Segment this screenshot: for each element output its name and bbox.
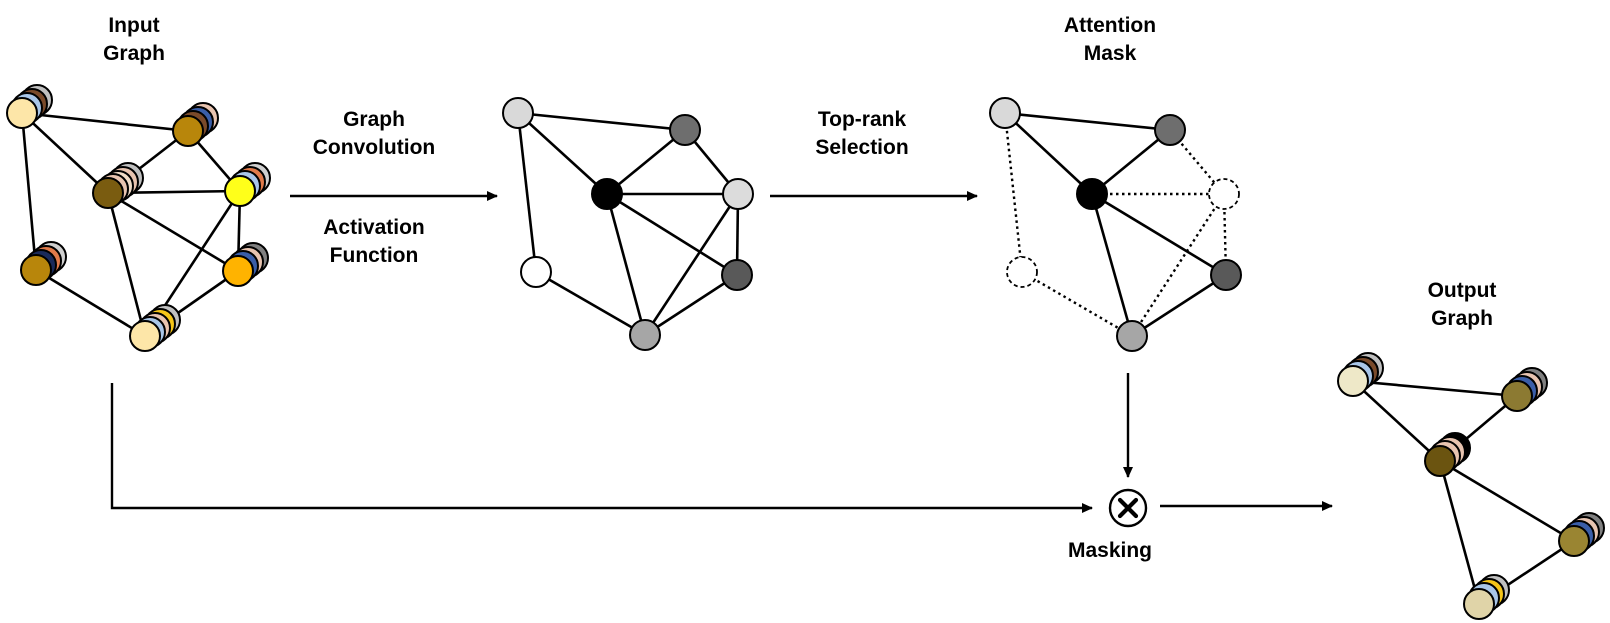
input-node-2	[172, 102, 219, 147]
attention-mask-title-line1: Attention	[1064, 14, 1156, 37]
output-node-1	[1337, 352, 1384, 397]
input-graph	[6, 84, 271, 352]
score-node-1	[502, 97, 534, 129]
output-graph-edges	[1352, 379, 1575, 606]
mask-node-5-dropped	[1006, 256, 1038, 288]
output-graph-title-line2: Graph	[1431, 307, 1493, 330]
output-node-5	[1463, 574, 1510, 620]
score-node-3	[591, 178, 623, 210]
mask-graph-edges	[1003, 111, 1228, 338]
arrow-input-skip-to-masking	[110, 383, 1093, 513]
output-node-2	[1501, 367, 1548, 412]
score-node-5	[520, 256, 552, 288]
input-node-1	[6, 84, 53, 129]
top-rank-selection-label-line2: Selection	[815, 136, 908, 159]
graph-convolution-label-line2: Convolution	[313, 136, 435, 159]
score-node-7	[629, 319, 661, 351]
input-node-7	[129, 304, 181, 352]
input-graph-edges	[20, 111, 242, 338]
masking-operator-icon	[1108, 488, 1148, 528]
activation-function-label-line1: Activation	[323, 216, 425, 239]
activation-function-label-line2: Function	[330, 244, 419, 267]
output-graph-title-line1: Output	[1428, 279, 1497, 302]
mask-node-7	[1116, 320, 1148, 352]
attention-score-graph	[502, 97, 754, 351]
mask-node-2	[1154, 114, 1186, 146]
output-graph	[1337, 352, 1605, 620]
score-graph-edges	[516, 111, 740, 337]
score-node-6	[721, 259, 753, 291]
top-rank-selection-label-line1: Top-rank	[818, 108, 907, 131]
score-node-4	[722, 178, 754, 210]
input-graph-title-line1: Input	[108, 14, 159, 37]
graph-convolution-label-line1: Graph	[343, 108, 405, 131]
score-node-2	[669, 114, 701, 146]
masking-label: Masking	[1068, 539, 1152, 562]
input-node-6	[222, 242, 269, 287]
input-graph-title-line2: Graph	[103, 42, 165, 65]
mask-node-4-dropped	[1208, 178, 1240, 210]
input-node-3	[92, 162, 144, 209]
mask-node-6	[1210, 259, 1242, 291]
attention-mask-graph	[989, 97, 1242, 352]
output-node-3	[1424, 432, 1471, 477]
input-node-5	[20, 241, 67, 286]
output-node-4	[1558, 512, 1605, 557]
mask-node-1	[989, 97, 1021, 129]
mask-node-3	[1076, 178, 1108, 210]
attention-mask-title-line2: Mask	[1084, 42, 1137, 65]
input-node-4	[224, 162, 271, 207]
